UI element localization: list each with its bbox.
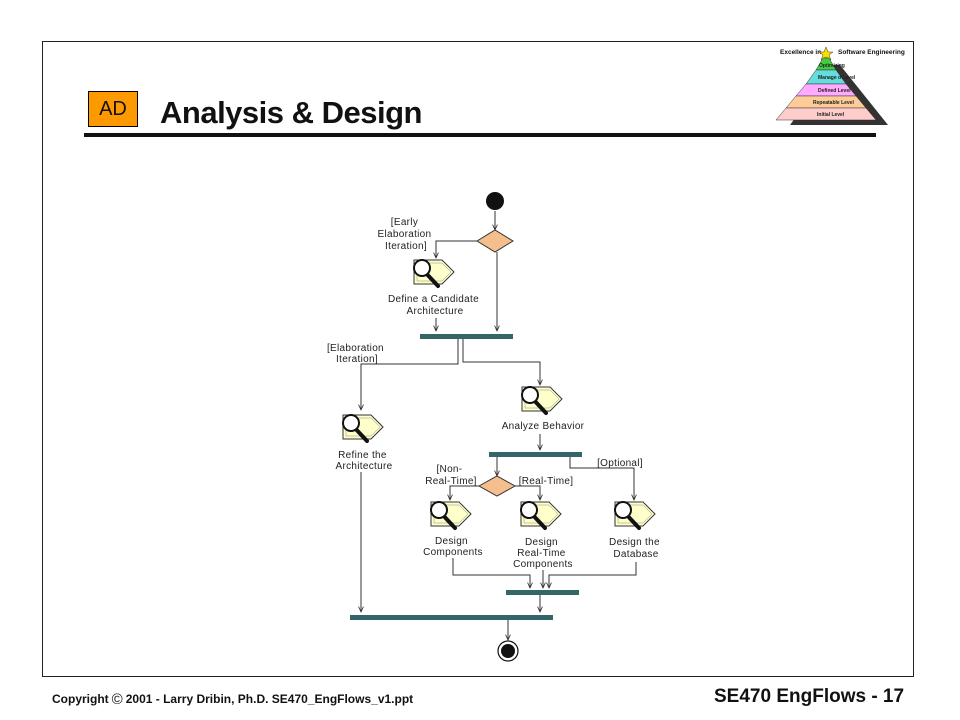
magnifier-icon: [429, 500, 473, 530]
magnifier-icon: [519, 500, 563, 530]
page-label: SE470 EngFlows - 17: [714, 686, 905, 707]
activity-define-candidate-architecture: Define a Candidate Architecture: [388, 294, 482, 317]
section-badge: AD: [88, 91, 138, 127]
title-underline: [84, 133, 876, 137]
magnifier-icon: [520, 385, 564, 415]
maturity-pyramid-logo: Excellence in Software Engineering Optim…: [776, 46, 905, 125]
sync-bar-2: [489, 452, 582, 457]
sync-bar-4: [350, 615, 553, 620]
sync-bar-3: [506, 590, 579, 595]
activity-analyze-behavior: Analyze Behavior: [502, 421, 585, 432]
guard-non-real-time: [Non- Real-Time]: [425, 464, 477, 487]
guard-early-elaboration: [Early Elaboration Iteration]: [378, 217, 435, 252]
slide-frame: [42, 41, 914, 677]
copyright-prefix: Copyright: [52, 692, 109, 706]
pyramid-label-defined: Defined Level: [818, 88, 851, 94]
magnifier-icon: [613, 500, 657, 530]
activity-design-real-time-components: Design Real-Time Components: [513, 537, 573, 570]
copyright-text: 2001 - Larry Dribin, Ph.D. SE470_EngFlow…: [125, 692, 414, 706]
sync-bar-1: [420, 334, 513, 339]
activity-design-database: Design the Database: [609, 537, 663, 560]
star-icon: [818, 46, 834, 61]
activity-design-components: Design Components: [423, 536, 483, 558]
pyramid-caption-left: Excellence in: [780, 49, 821, 56]
pyramid-label-managed: Manage d Level: [818, 75, 856, 81]
guard-real-time: [Real-Time]: [519, 476, 574, 487]
pyramid-label-repeatable: Repeatable Level: [813, 100, 854, 106]
final-node: [501, 644, 515, 658]
activity-refine-architecture: Refine the Architecture: [336, 450, 393, 472]
guard-elaboration: [Elaboration Iteration]: [327, 343, 387, 365]
decision-iteration: [476, 229, 514, 253]
pyramid-level-initial: [776, 107, 877, 121]
copyright-notice: Copyright©2001 - Larry Dribin, Ph.D. SE4…: [52, 690, 414, 708]
decision-real-time: [477, 475, 517, 497]
pyramid-label-initial: Initial Level: [817, 112, 845, 118]
page-title: Analysis & Design: [160, 95, 422, 130]
initial-node: [486, 192, 504, 210]
pyramid-caption-right: Software Engineering: [838, 49, 905, 56]
copyright-symbol: ©: [111, 691, 123, 708]
magnifier-icon: [341, 413, 385, 443]
magnifier-icon: [412, 258, 456, 288]
guard-optional: [Optional]: [597, 458, 643, 469]
pyramid-label-optimizing: Optimizing: [819, 63, 845, 69]
